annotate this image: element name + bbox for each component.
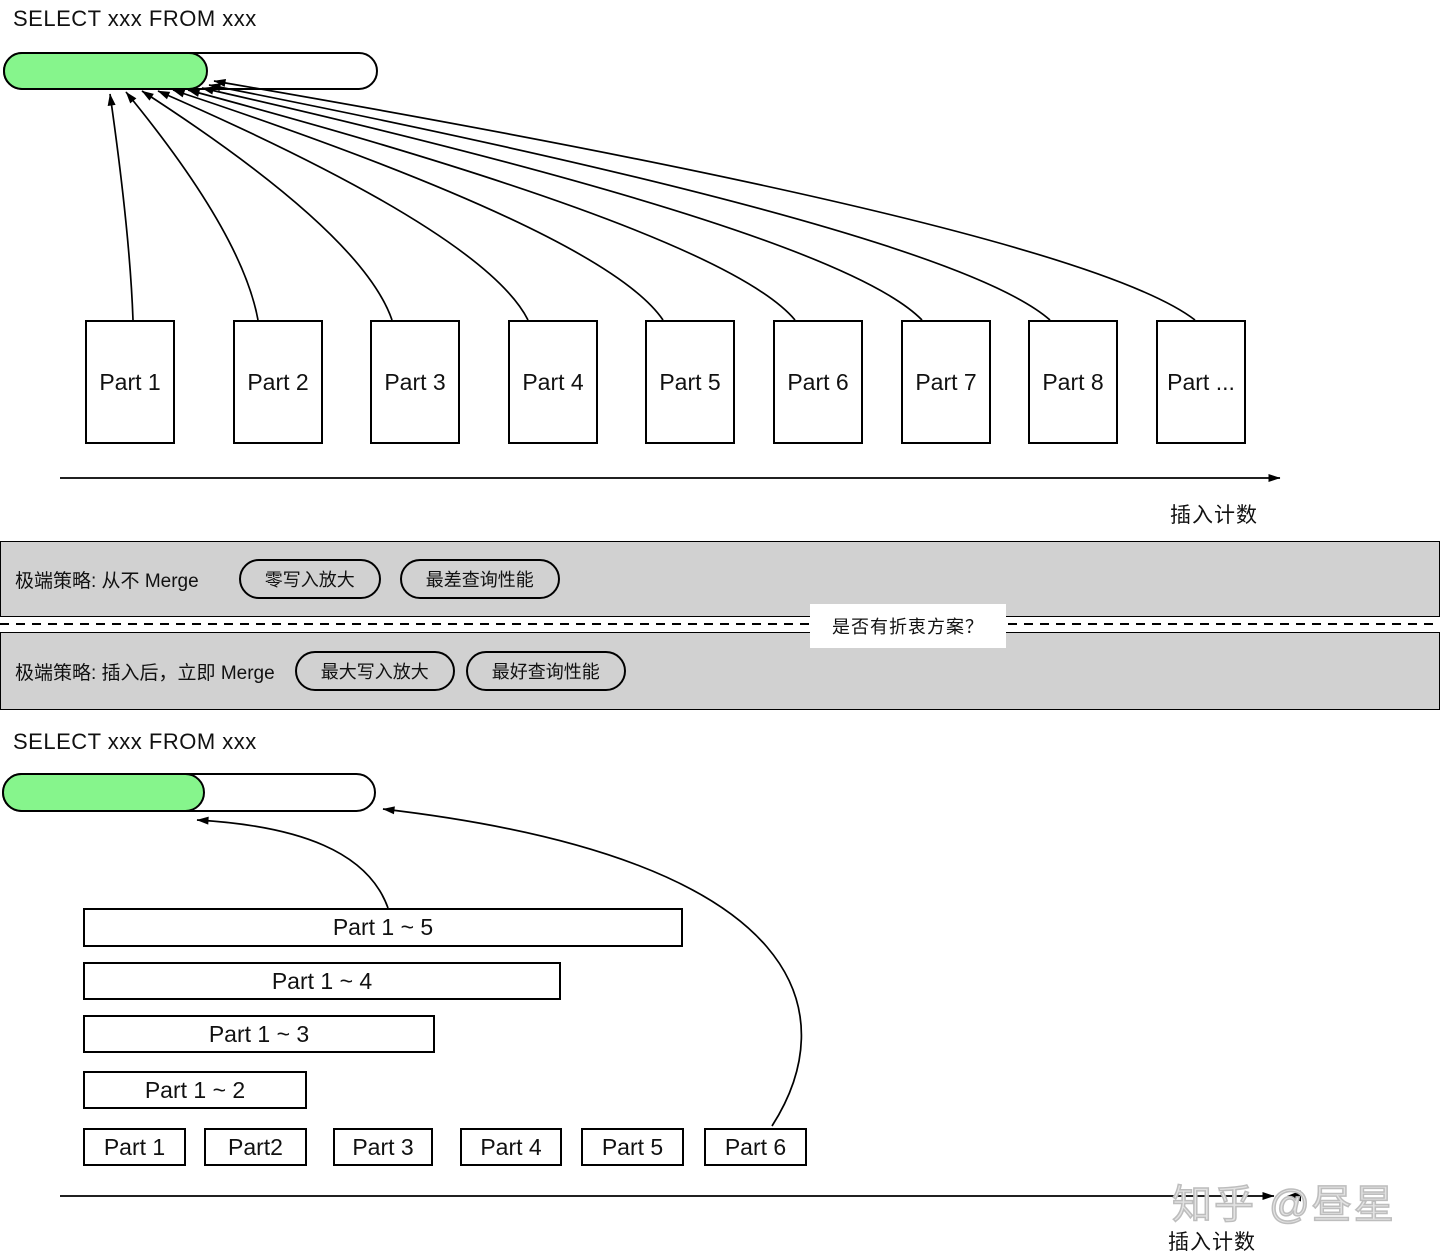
merge-arrow-part7 (201, 86, 923, 321)
tag-max-write-amplification: 最大写入放大 (294, 651, 455, 691)
merge-arrow-part8 (208, 83, 1051, 321)
top-select-title: SELECT xxx FROM xxx (13, 6, 257, 31)
part-box: Part 7 (901, 320, 991, 444)
part-box: Part 5 (645, 320, 735, 444)
part-box: Part 6 (704, 1128, 807, 1166)
strategy-label: 极端策略: 插入后，立即 Merge (15, 662, 275, 684)
part-box: Part 1 (85, 320, 175, 444)
top-axis-label: 插入计数 (1170, 504, 1258, 527)
merged-part-box: Part 1 ~ 4 (83, 962, 561, 1000)
bottom-select-title: SELECT xxx FROM xxx (13, 729, 257, 754)
tag-worst-query-performance: 最差查询性能 (399, 559, 560, 599)
merge-arrow-part9 (213, 79, 1196, 321)
bottom-axis-label: 插入计数 (1168, 1231, 1256, 1254)
part-box: Part 2 (233, 320, 323, 444)
tag-best-query-performance: 最好查询性能 (465, 651, 626, 691)
merge-arrow-part4 (157, 90, 529, 321)
part-box: Part 4 (460, 1128, 562, 1166)
part-box: Part 5 (581, 1128, 684, 1166)
part-box: Part 8 (1028, 320, 1118, 444)
part-box: Part 4 (508, 320, 598, 444)
strategy-label: 极端策略: 从不 Merge (15, 570, 199, 592)
merge-arrow-part1 (107, 93, 134, 321)
merge-arrow-part2 (125, 91, 259, 321)
tradeoff-question-label: 是否有折衷方案？ (810, 604, 1006, 648)
merged-part-box: Part 1 ~ 2 (83, 1071, 307, 1109)
part-box: Part 3 (333, 1128, 433, 1166)
merged-part-box: Part 1 ~ 3 (83, 1015, 435, 1053)
part-box: Part 6 (773, 320, 863, 444)
merge-arrow-part5 (172, 89, 664, 321)
merge-arrow-part6 (187, 89, 796, 321)
zhihu-watermark: 知乎 @昼星 (1171, 1182, 1396, 1228)
merged-part-box: Part 1 ~ 5 (83, 908, 683, 947)
strategy-bar-immediate-merge: 极端策略: 插入后，立即 Merge 最大写入放大 最好查询性能 (0, 632, 1440, 710)
tag-zero-write-amplification: 零写入放大 (238, 559, 381, 599)
merge-arrow-part3 (141, 90, 393, 321)
part-box: Part2 (204, 1128, 307, 1166)
bottom-query-range-green-fill (2, 773, 205, 812)
strategy-bar-never-merge: 极端策略: 从不 Merge 零写入放大 最差查询性能 (0, 541, 1440, 617)
bottom-merge-arrow-part1-5 (196, 816, 389, 909)
part-box: Part ... (1156, 320, 1246, 444)
top-query-range-green-fill (3, 52, 208, 90)
part-box: Part 1 (83, 1128, 186, 1166)
part-box: Part 3 (370, 320, 460, 444)
